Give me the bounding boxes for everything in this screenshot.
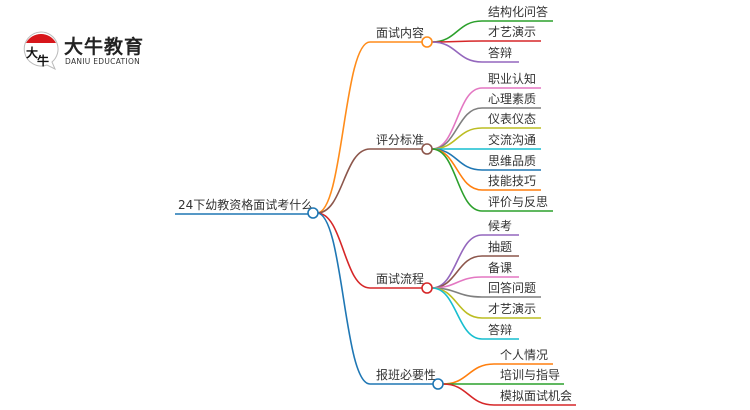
- leaf-label: 思维品质: [488, 154, 536, 168]
- leaf-label: 交流沟通: [488, 132, 536, 147]
- leaf-label: 仪表仪态: [488, 112, 536, 126]
- leaf-label: 技能技巧: [488, 174, 536, 188]
- branch-node-circle: [421, 143, 433, 155]
- leaf-connector: [431, 41, 519, 63]
- logo: 大 牛 大牛教育 DANIU EDUCATION: [22, 30, 172, 74]
- branch-label: 面试内容: [376, 25, 424, 40]
- leaf-connector: [431, 148, 553, 212]
- branch-node-circle: [421, 36, 433, 48]
- logo-mark-icon: 大 牛: [23, 31, 59, 70]
- branch-connector: [316, 212, 433, 385]
- root-node-circle: [307, 207, 319, 219]
- leaf-connector: [431, 255, 519, 289]
- leaf-connector: [431, 87, 541, 150]
- logo-title: 大牛教育: [64, 36, 145, 58]
- leaf-label: 答辩: [488, 322, 512, 337]
- leaf-label: 培训与指导: [500, 367, 560, 382]
- branch-connector: [316, 41, 422, 214]
- leaf-label: 才艺演示: [488, 24, 536, 39]
- branch-node-circle: [421, 282, 433, 294]
- leaf-connector: [431, 287, 519, 340]
- leaf-label: 备课: [488, 261, 512, 275]
- leaf-label: 候考: [488, 219, 512, 233]
- leaf-label: 心理素质: [488, 92, 536, 106]
- branch-connector: [316, 148, 422, 214]
- leaf-label: 个人情况: [500, 348, 548, 362]
- leaf-label: 结构化问答: [488, 4, 548, 19]
- leaf-label: 回答问题: [488, 280, 536, 295]
- logo-subtitle: DANIU EDUCATION: [65, 57, 141, 66]
- leaf-label: 模拟面试机会: [500, 388, 572, 403]
- root-label: 24下幼教资格面试考什么: [178, 197, 313, 212]
- leaf-connector: [431, 107, 541, 150]
- leaf-label: 抽题: [488, 240, 512, 254]
- leaf-label: 职业认知: [488, 72, 536, 86]
- branch-label: 面试流程: [376, 271, 424, 286]
- leaf-connector: [442, 383, 576, 406]
- svg-text:大: 大: [26, 45, 38, 60]
- branch-label: 报班必要性: [376, 367, 436, 382]
- leaf-label: 才艺演示: [488, 301, 536, 316]
- branch-label: 评分标准: [376, 133, 424, 147]
- leaf-connector: [431, 40, 541, 43]
- leaf-label: 评价与反思: [488, 195, 548, 209]
- svg-text:牛: 牛: [37, 53, 49, 68]
- leaf-connector: [431, 234, 519, 289]
- leaf-label: 答辩: [488, 45, 512, 60]
- branch-node-circle: [432, 378, 444, 390]
- branch-connector: [316, 212, 422, 289]
